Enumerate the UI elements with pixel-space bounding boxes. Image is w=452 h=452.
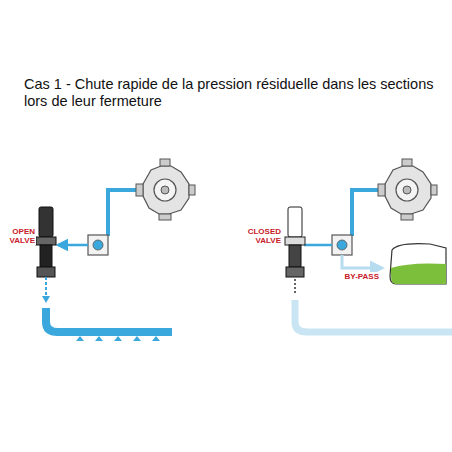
callout-label: BY-PASS (318, 272, 380, 281)
callout-label: CLOSED VALVE (240, 227, 282, 245)
nozzle (76, 336, 84, 341)
nozzle (152, 336, 160, 341)
nozzle (133, 336, 141, 341)
nozzle (114, 336, 122, 341)
nozzle (95, 336, 103, 341)
callout-label: OPEN VALVE (2, 227, 36, 245)
diagram-title: Cas 1 - Chute rapide de la pression rési… (24, 76, 434, 110)
